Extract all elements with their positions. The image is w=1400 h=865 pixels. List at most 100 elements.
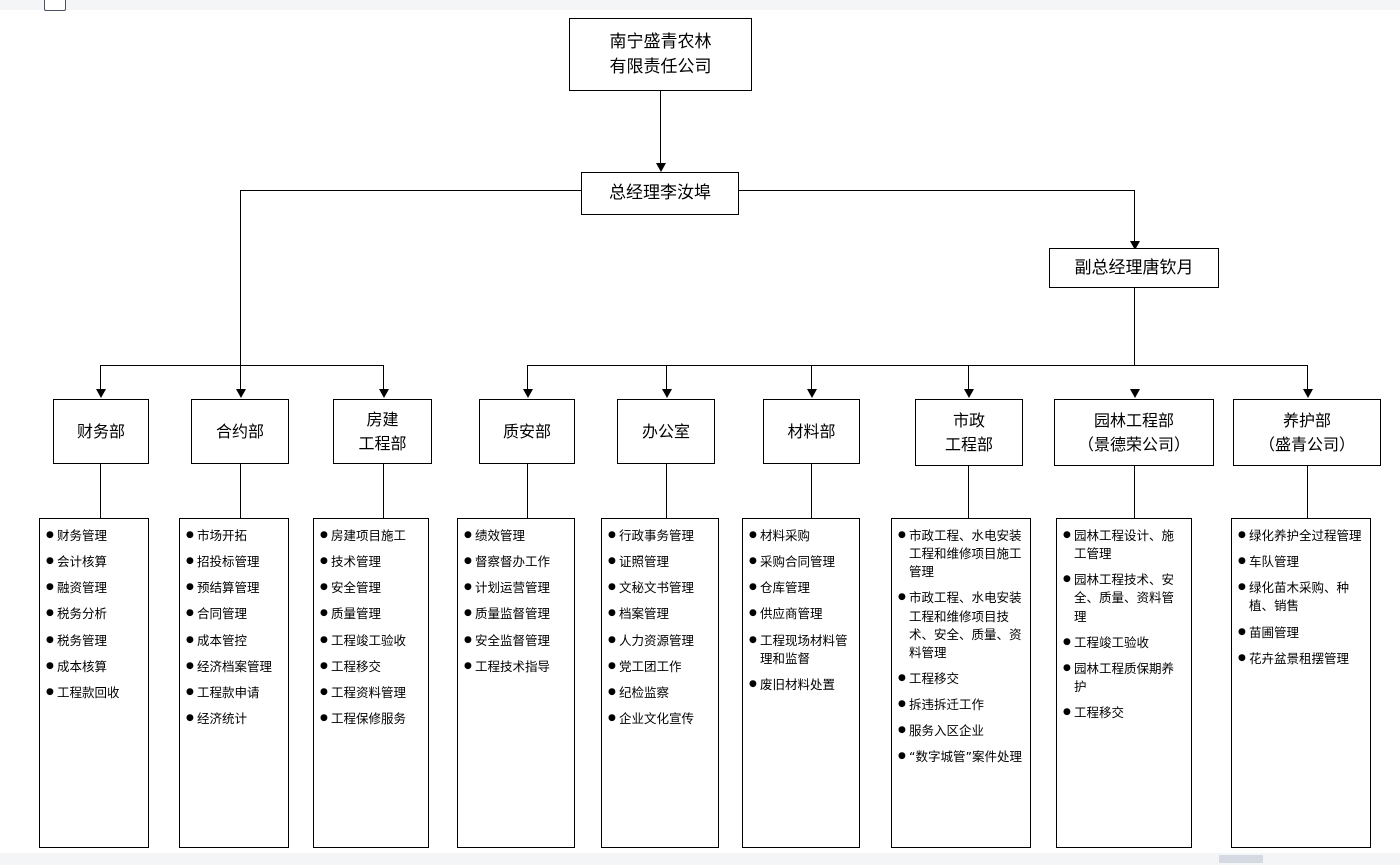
general-manager-box[interactable]: 总经理李汝埠	[581, 172, 739, 215]
duty-item: 供应商管理	[749, 605, 854, 623]
duty-list-maintenance[interactable]: 绿化养护全过程管理车队管理绿化苗木采购、种植、销售苗圃管理花卉盆景租摆管理	[1231, 518, 1371, 848]
duty-item: 花卉盆景租摆管理	[1238, 650, 1365, 668]
dept-box-municipal-engineering[interactable]: 市政 工程部	[915, 399, 1023, 466]
connector-right-stub-6	[1307, 365, 1308, 389]
duty-item: 质量监督管理	[464, 605, 569, 623]
duty-item: 安全监督管理	[464, 632, 569, 650]
duty-item: 融资管理	[46, 579, 143, 597]
duty-item: 园林工程质保期养护	[1063, 660, 1186, 696]
duty-item: 招投标管理	[186, 553, 283, 571]
dept-box-building-engineering[interactable]: 房建 工程部	[333, 399, 432, 464]
duty-item: 党工团工作	[608, 658, 713, 676]
duty-item: 服务入区企业	[898, 722, 1025, 740]
duty-item: 车队管理	[1238, 553, 1365, 571]
duty-items-finance: 财务管理会计核算融资管理税务分析税务管理成本核算工程款回收	[46, 527, 143, 702]
dept-box-contract[interactable]: 合约部	[191, 399, 289, 464]
connector-right-stub-2	[666, 365, 667, 389]
dept-box-office[interactable]: 办公室	[617, 399, 715, 464]
duty-item: 工程移交	[1063, 704, 1186, 722]
duty-item: 会计核算	[46, 553, 143, 571]
dept-box-quality-safety[interactable]: 质安部	[479, 399, 575, 464]
connector-right-stub-3	[811, 365, 812, 389]
duty-item: 绿化苗木采购、种植、销售	[1238, 579, 1365, 615]
duty-list-materials[interactable]: 材料采购采购合同管理仓库管理供应商管理工程现场材料管理和监督废旧材料处置	[742, 518, 860, 848]
duty-item: 人力资源管理	[608, 632, 713, 650]
dept-label-contract: 合约部	[215, 421, 264, 441]
dept-label-municipal-1: 市政	[952, 411, 985, 431]
connector-duty-materials	[811, 463, 812, 518]
dept-label-maintenance-1: 养护部	[1282, 411, 1331, 431]
dept-label-office: 办公室	[641, 421, 690, 441]
root-company-box[interactable]: 南宁盛青农林 有限责任公司	[569, 18, 752, 91]
duty-list-municipal-engineering[interactable]: 市政工程、水电安装工程和维修项目施工管理市政工程、水电安装工程和维修项目技术、安…	[891, 518, 1031, 848]
duty-item: 证照管理	[608, 553, 713, 571]
duty-list-quality-safety[interactable]: 绩效管理督察督办工作计划运营管理质量监督管理安全监督管理工程技术指导	[457, 518, 575, 848]
dept-label-building-2: 工程部	[358, 433, 407, 453]
dept-label-municipal-2: 工程部	[944, 434, 993, 454]
dept-label-building-1: 房建	[366, 410, 399, 430]
connector-gm-left	[240, 190, 581, 191]
duty-item: 仓库管理	[749, 579, 854, 597]
arrow-root-to-gm	[656, 163, 666, 172]
dept-box-maintenance[interactable]: 养护部 （盛青公司）	[1233, 399, 1381, 466]
dept-box-finance[interactable]: 财务部	[53, 399, 149, 464]
duty-item: 工程技术指导	[464, 658, 569, 676]
connector-duty-building	[383, 463, 384, 518]
dept-box-materials[interactable]: 材料部	[763, 399, 860, 464]
duty-item: “数字城管”案件处理	[898, 748, 1025, 766]
duty-item: 合同管理	[186, 605, 283, 623]
arrow-dept-office	[662, 389, 672, 398]
duty-item: 经济统计	[186, 710, 283, 728]
connector-right-stub-4	[968, 365, 969, 389]
duty-item: 成本管控	[186, 632, 283, 650]
arrow-dept-landscape	[1130, 389, 1140, 398]
connector-duty-office	[666, 463, 667, 518]
duty-item: 工程竣工验收	[320, 632, 423, 650]
root-company-line-1: 南宁盛青农林	[609, 31, 712, 52]
duty-item: 纪检监察	[608, 684, 713, 702]
duty-item: 市场开拓	[186, 527, 283, 545]
duty-list-office[interactable]: 行政事务管理证照管理文秘文书管理档案管理人力资源管理党工团工作纪检监察企业文化宣…	[601, 518, 719, 848]
connector-duty-finance	[100, 463, 101, 518]
dept-label-maintenance-2: （盛青公司）	[1258, 434, 1355, 454]
connector-duty-quality	[527, 463, 528, 518]
root-company-line-2: 有限责任公司	[609, 56, 712, 77]
deputy-general-manager-box[interactable]: 副总经理唐钦月	[1049, 248, 1219, 288]
duty-item: 督察督办工作	[464, 553, 569, 571]
duty-item: 绿化养护全过程管理	[1238, 527, 1365, 545]
browser-tab[interactable]	[44, 0, 66, 11]
duty-item: 材料采购	[749, 527, 854, 545]
duty-list-contract[interactable]: 市场开拓招投标管理预结算管理合同管理成本管控经济档案管理工程款申请经济统计	[179, 518, 289, 848]
duty-item: 废旧材料处置	[749, 676, 854, 694]
dept-label-landscape-2: （景德荣公司）	[1077, 434, 1190, 454]
duty-item: 工程现场材料管理和监督	[749, 632, 854, 668]
duty-items-landscape: 园林工程设计、施工管理园林工程技术、安全、质量、资料管理工程竣工验收园林工程质保…	[1063, 527, 1186, 722]
duty-list-building-engineering[interactable]: 房建项目施工技术管理安全管理质量管理工程竣工验收工程移交工程资料管理工程保修服务	[313, 518, 429, 848]
duty-item: 房建项目施工	[320, 527, 423, 545]
duty-items-building: 房建项目施工技术管理安全管理质量管理工程竣工验收工程移交工程资料管理工程保修服务	[320, 527, 423, 728]
connector-left-group-bar	[100, 365, 383, 366]
duty-list-landscape-engineering[interactable]: 园林工程设计、施工管理园林工程技术、安全、质量、资料管理工程竣工验收园林工程质保…	[1056, 518, 1192, 848]
duty-item: 园林工程技术、安全、质量、资料管理	[1063, 571, 1186, 625]
connector-duty-landscape	[1134, 466, 1135, 518]
duty-item: 工程移交	[320, 658, 423, 676]
duty-list-finance[interactable]: 财务管理会计核算融资管理税务分析税务管理成本核算工程款回收	[39, 518, 149, 848]
duty-item: 工程资料管理	[320, 684, 423, 702]
duty-item: 技术管理	[320, 553, 423, 571]
dept-label-quality: 质安部	[502, 421, 551, 441]
dept-box-landscape-engineering[interactable]: 园林工程部 （景德荣公司）	[1054, 399, 1214, 466]
connector-dgm-drop	[1134, 285, 1135, 365]
connector-root-to-gm	[660, 91, 661, 163]
duty-item: 工程保修服务	[320, 710, 423, 728]
duty-item: 拆违拆迁工作	[898, 696, 1025, 714]
duty-item: 预结算管理	[186, 579, 283, 597]
duty-items-municipal: 市政工程、水电安装工程和维修项目施工管理市政工程、水电安装工程和维修项目技术、安…	[898, 527, 1025, 766]
connector-left-stub-3	[383, 365, 384, 389]
status-chip[interactable]	[1219, 855, 1263, 863]
duty-item: 园林工程设计、施工管理	[1063, 527, 1186, 563]
arrow-dept-municipal	[964, 389, 974, 398]
duty-item: 工程竣工验收	[1063, 634, 1186, 652]
duty-items-maintenance: 绿化养护全过程管理车队管理绿化苗木采购、种植、销售苗圃管理花卉盆景租摆管理	[1238, 527, 1365, 668]
connector-gm-right	[739, 190, 1135, 191]
duty-item: 工程款申请	[186, 684, 283, 702]
